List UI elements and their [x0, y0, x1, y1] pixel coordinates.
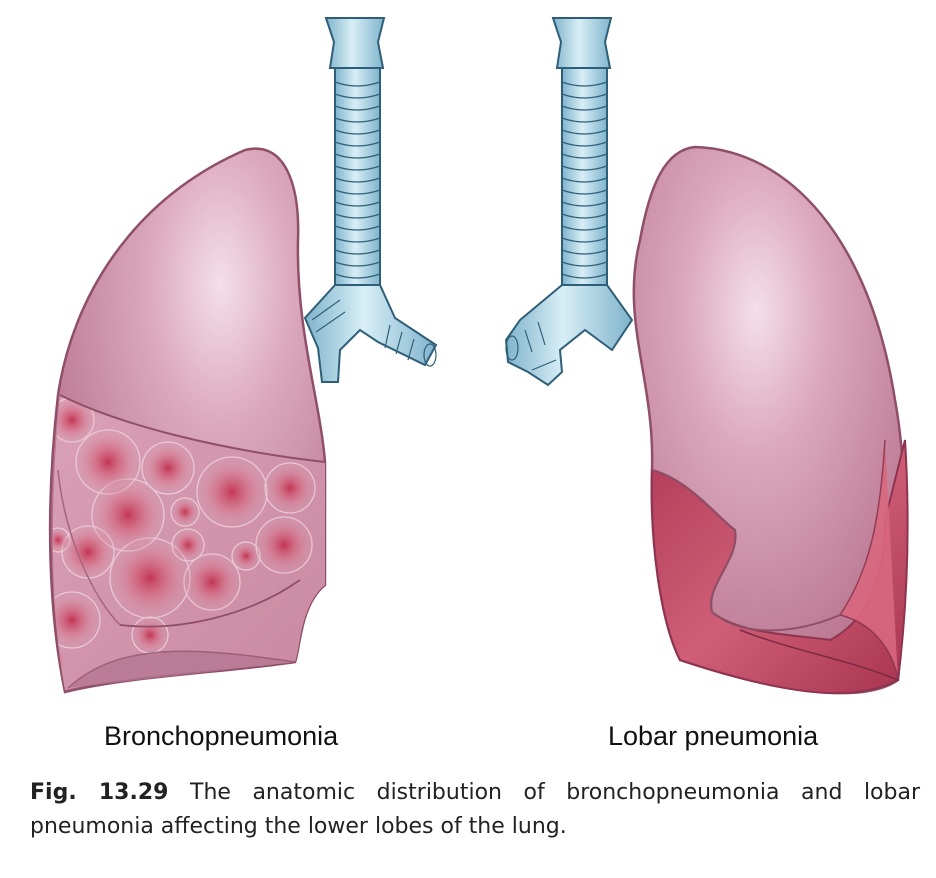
- right-trachea: [504, 17, 634, 387]
- right-lung: [632, 145, 909, 695]
- left-trachea: [303, 17, 438, 383]
- left-lung: [48, 147, 327, 694]
- label-bronchopneumonia: Bronchopneumonia: [104, 721, 339, 751]
- figure-number: Fig. 13.29: [30, 780, 169, 805]
- label-lobar-pneumonia: Lobar pneumonia: [608, 721, 819, 751]
- lower-lobe-infiltrates: [52, 395, 325, 690]
- figure-caption: Fig. 13.29 The anatomic distribution of …: [30, 776, 920, 844]
- caption-text: The anatomic distribution of bronchopneu…: [30, 780, 921, 839]
